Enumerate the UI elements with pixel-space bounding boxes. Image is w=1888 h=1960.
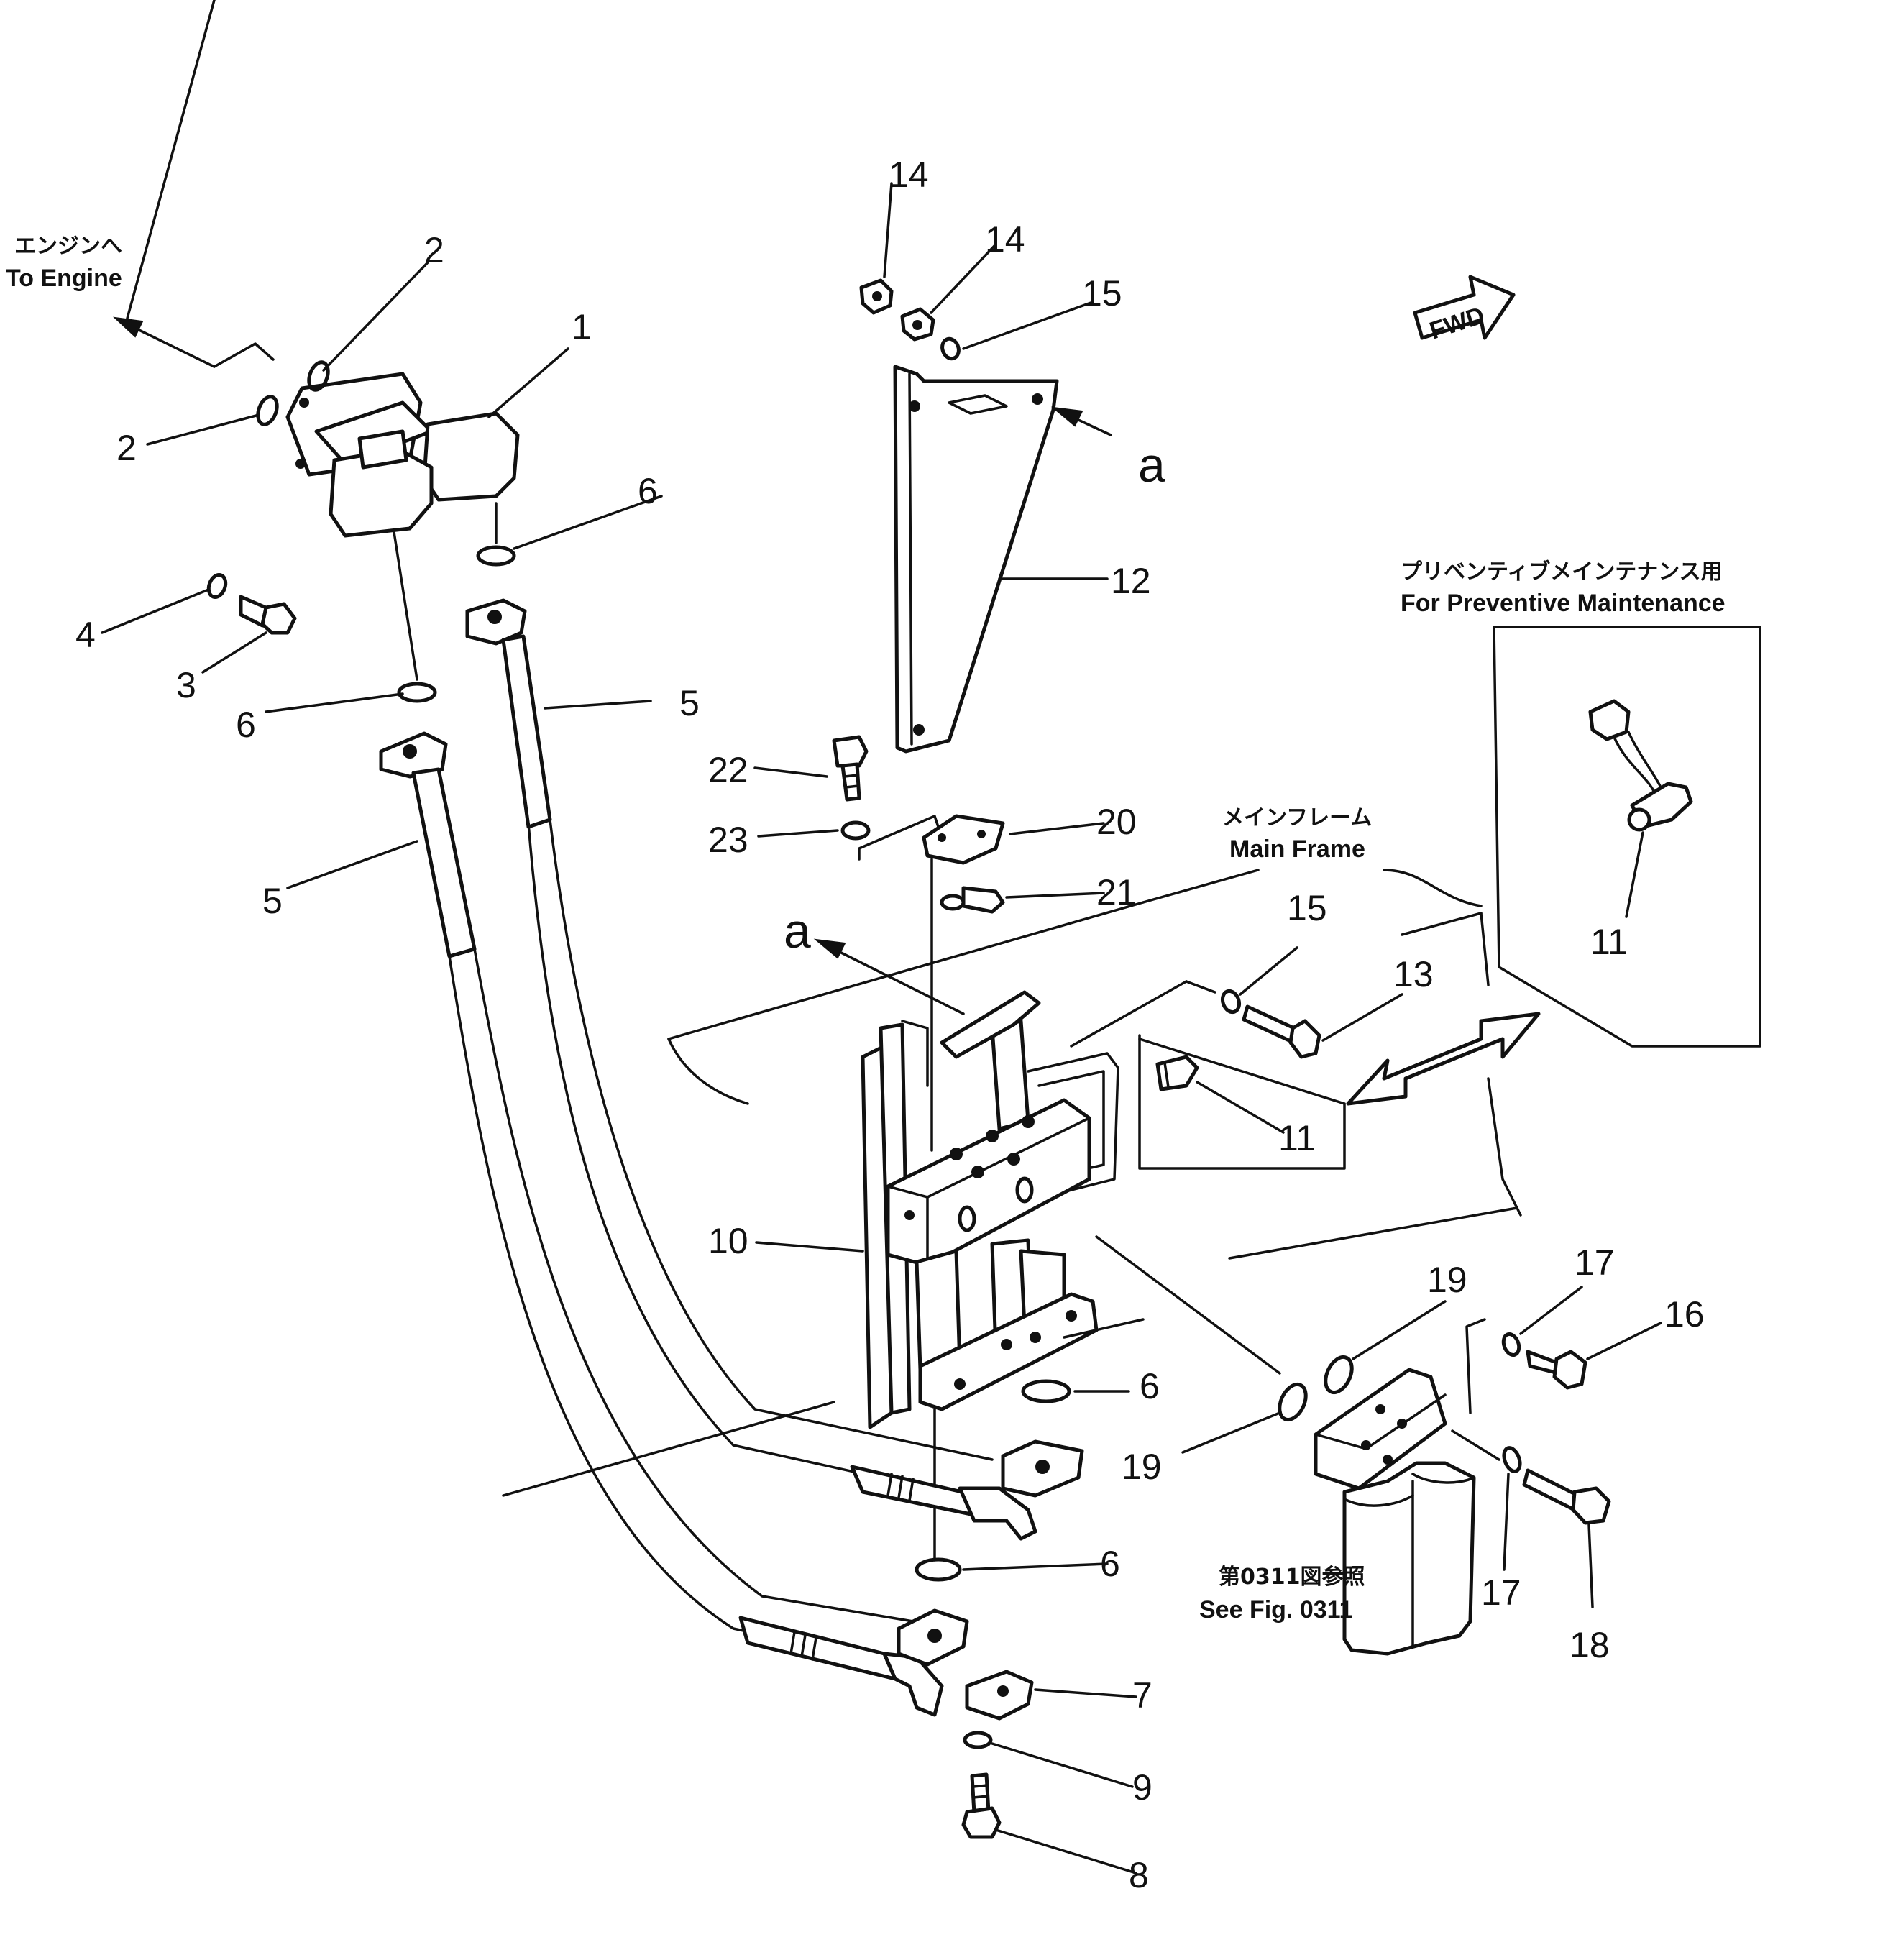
callout-17-upper: 17 xyxy=(1575,1242,1615,1283)
see-fig-label-en: See Fig. 0311 xyxy=(1199,1596,1353,1624)
callout-21: 21 xyxy=(1096,872,1137,912)
callout-1: 1 xyxy=(572,307,592,347)
pm-detail-box xyxy=(1493,626,1761,1048)
nut-14-a xyxy=(859,278,894,315)
pm-label-jp: プリベンティブメインテナンス用 xyxy=(1401,559,1723,585)
bolt-18 xyxy=(1522,1468,1611,1525)
plate-20 xyxy=(922,814,1005,865)
bolt-13 xyxy=(1242,1004,1321,1059)
o-ring-19-a xyxy=(1324,1355,1354,1395)
washer-4 xyxy=(206,573,228,599)
callout-15-top: 15 xyxy=(1082,273,1122,313)
centerline-filter xyxy=(1095,1235,1281,1375)
valve-assembly-10 xyxy=(861,990,1119,1429)
callout-4: 4 xyxy=(75,615,96,655)
o-ring-6-bottom xyxy=(915,1557,962,1582)
nut-14-b xyxy=(900,307,935,342)
callout-17-lower: 17 xyxy=(1481,1572,1521,1613)
washer-17-upper xyxy=(1501,1332,1521,1357)
clamp-7 xyxy=(965,1670,1034,1721)
callout-9: 9 xyxy=(1132,1767,1152,1808)
pm-label-en: For Preventive Maintenance xyxy=(1401,590,1726,617)
callout-3: 3 xyxy=(176,665,196,705)
o-ring-19-b xyxy=(1278,1382,1308,1422)
double-arrow xyxy=(1346,1012,1541,1106)
washer-15-top xyxy=(940,336,961,361)
o-ring-6-right-top xyxy=(476,545,516,567)
callout-22: 22 xyxy=(708,750,748,790)
view-a-label-mid: a xyxy=(784,904,811,958)
bolt-8 xyxy=(961,1772,1002,1839)
fwd-arrow-icon: FWD xyxy=(1413,275,1516,345)
callout-numbers: 1 2 2 3 4 5 5 6 6 6 6 7 8 9 10 11 11 12 … xyxy=(75,155,1705,1895)
to-engine-arrow xyxy=(113,0,275,368)
bolt-16 xyxy=(1526,1350,1587,1390)
callout-6-b: 6 xyxy=(236,705,256,745)
callout-19-b: 19 xyxy=(1122,1447,1162,1487)
callout-15-mid: 15 xyxy=(1287,888,1327,928)
centerline-left xyxy=(393,531,418,681)
o-ring-2-lower xyxy=(256,395,279,426)
see-fig-label-jp: 第0311図参照 xyxy=(1219,1565,1365,1590)
to-engine-label-jp: エンジンへ xyxy=(14,234,122,259)
o-ring-2-upper xyxy=(307,360,330,392)
callout-8: 8 xyxy=(1129,1855,1149,1895)
view-a-label-top: a xyxy=(1138,438,1165,493)
main-frame-label-jp: メインフレーム xyxy=(1222,805,1372,830)
callout-2-upper: 2 xyxy=(424,230,444,270)
washer-23 xyxy=(840,820,871,841)
o-ring-6-block xyxy=(1021,1379,1071,1403)
callout-19-a: 19 xyxy=(1427,1260,1467,1300)
callout-11-pm: 11 xyxy=(1590,922,1628,962)
callout-13: 13 xyxy=(1393,954,1434,994)
callout-18: 18 xyxy=(1569,1625,1610,1665)
view-a-arrow-mid xyxy=(813,938,846,959)
bolt-3 xyxy=(239,595,297,635)
callout-14-b: 14 xyxy=(985,219,1025,260)
callout-23: 23 xyxy=(708,820,748,860)
view-a-arrow-top xyxy=(1050,406,1083,427)
leader-lines xyxy=(101,182,1662,1874)
filter-assembly xyxy=(1314,1368,1476,1656)
washer-17-lower xyxy=(1502,1446,1522,1473)
callout-6-c: 6 xyxy=(1140,1366,1160,1406)
callout-5-right: 5 xyxy=(679,683,700,723)
engine-flange-assembly xyxy=(285,372,520,538)
callout-14-a: 14 xyxy=(889,155,929,195)
elbow-fitting-right xyxy=(850,1439,1084,1541)
plug-11-main xyxy=(1155,1055,1199,1091)
tube-5-right xyxy=(465,598,994,1501)
callout-12: 12 xyxy=(1111,561,1151,601)
callout-20: 20 xyxy=(1096,802,1137,842)
tube-5-left xyxy=(379,731,915,1662)
o-ring-6-left-top xyxy=(397,682,437,703)
callout-10: 10 xyxy=(708,1221,748,1261)
callout-6-d: 6 xyxy=(1100,1544,1120,1584)
callout-16: 16 xyxy=(1664,1294,1705,1334)
callout-5-left: 5 xyxy=(262,881,283,921)
washer-9 xyxy=(963,1731,993,1749)
washer-15-mid xyxy=(1220,989,1242,1015)
callout-7: 7 xyxy=(1132,1675,1152,1716)
to-engine-label-en: To Engine xyxy=(6,265,122,292)
main-frame-outline xyxy=(502,869,1522,1497)
bolt-22 xyxy=(832,735,869,802)
bracket-12 xyxy=(893,365,1059,754)
main-frame-label-en: Main Frame xyxy=(1229,835,1365,863)
elbow-fitting-left xyxy=(738,1608,969,1717)
callout-6-a: 6 xyxy=(638,471,658,511)
clip-21 xyxy=(940,886,1005,914)
callout-2-lower: 2 xyxy=(116,428,137,468)
callout-11-main: 11 xyxy=(1278,1118,1316,1158)
